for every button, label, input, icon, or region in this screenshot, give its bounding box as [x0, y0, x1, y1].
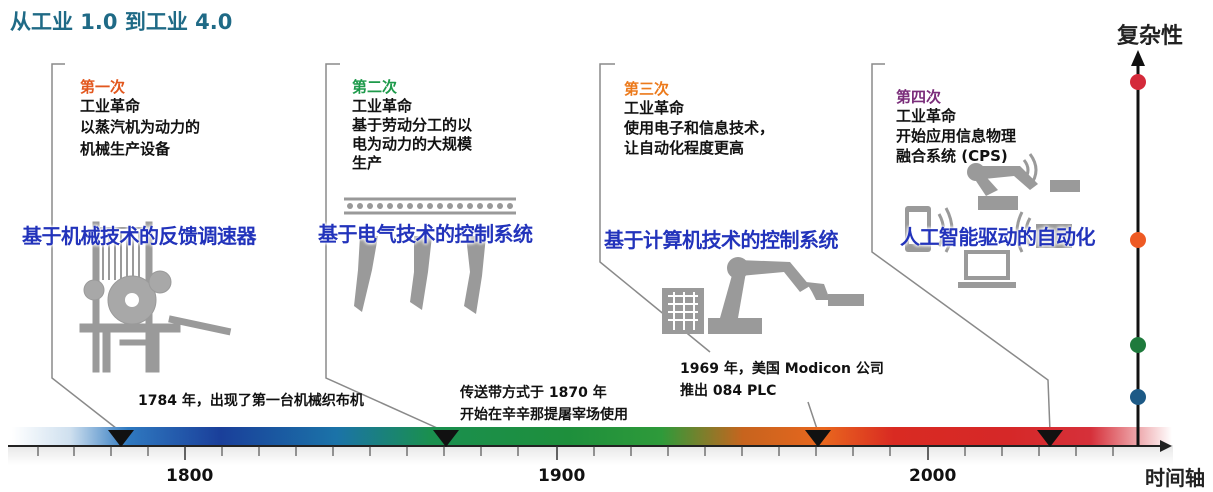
revolution-1-name: 工业革命 — [80, 97, 141, 115]
revolution-2-name: 工业革命 — [352, 97, 413, 115]
revolution-2-desc-line: 电为动力的大规模 — [352, 135, 473, 153]
revolution-3-text: 第三次 工业革命 使用电子和信息技术， 让自动化程度更高 — [624, 80, 774, 158]
event-1969: 1969 年，美国 Modicon 公司 推出 084 PLC — [680, 358, 884, 402]
revolution-1-text: 第一次 工业革命 以蒸汽机为动力的 机械生产设备 — [80, 78, 200, 160]
page-title: 从工业 1.0 到工业 4.0 — [10, 10, 233, 34]
event-1784: 1784 年，出现了第一台机械织布机 — [138, 390, 364, 412]
conveyor-illustration — [344, 197, 516, 314]
complexity-dot-2.0 — [1130, 337, 1146, 353]
revolution-2-ordinal: 第二次 — [352, 78, 398, 96]
revolution-3-ordinal: 第三次 — [624, 80, 670, 98]
event-marker-2 — [433, 430, 459, 447]
callout-lines — [51, 63, 1051, 433]
revolution-4-desc-line: 融合系统 (CPS) — [896, 147, 1008, 165]
revolution-1-desc-line: 以蒸汽机为动力的 — [80, 118, 201, 136]
cps-illustration — [905, 153, 1080, 288]
revolution-4-caption: 人工智能驱动的自动化 — [900, 225, 1096, 249]
revolution-2-desc-line: 基于劳动分工的以 — [352, 116, 473, 134]
time-axis-arrow — [1160, 440, 1172, 452]
year-label-2000: 2000 — [909, 466, 957, 486]
revolution-2-caption: 基于电气技术的控制系统 — [318, 222, 533, 246]
revolution-2-text: 第二次 工业革命 基于劳动分工的以 电为动力的大规模 生产 — [352, 78, 472, 173]
event-marker-1 — [108, 430, 134, 447]
revolution-4-desc-line: 开始应用信息物理 — [896, 127, 1017, 145]
revolution-3-desc-line: 使用电子和信息技术， — [624, 119, 775, 137]
complexity-axis-arrow — [1131, 50, 1145, 66]
revolution-1-desc-line: 机械生产设备 — [80, 140, 171, 158]
robot-arm-illustration — [662, 257, 864, 334]
complexity-axis-label: 复杂性 — [1116, 24, 1183, 49]
event-marker-3 — [805, 430, 831, 447]
year-label-1800: 1800 — [166, 466, 214, 486]
complexity-dot-3.0 — [1130, 232, 1146, 248]
revolution-1-ordinal: 第一次 — [80, 78, 126, 96]
revolution-4-ordinal: 第四次 — [896, 88, 942, 106]
loom-illustration — [79, 221, 232, 373]
timeline-bar — [12, 427, 1172, 445]
event-line: 1969 年，美国 Modicon 公司 — [680, 361, 884, 377]
event-1870: 传送带方式于 1870 年 开始在辛辛那提屠宰场使用 — [460, 382, 628, 426]
revolution-4-text: 第四次 工业革命 开始应用信息物理 融合系统 (CPS) — [896, 88, 1016, 166]
revolution-2-desc-line: 生产 — [352, 154, 383, 172]
revolution-3-desc-line: 让自动化程度更高 — [624, 139, 745, 157]
event-line: 推出 084 PLC — [680, 383, 777, 399]
axis-band — [8, 445, 1173, 465]
event-line: 传送带方式于 1870 年 — [460, 385, 607, 401]
revolution-3-name: 工业革命 — [624, 99, 685, 117]
revolution-1-caption: 基于机械技术的反馈调速器 — [22, 224, 257, 248]
event-marker-4 — [1037, 430, 1063, 447]
year-label-1900: 1900 — [538, 466, 586, 486]
event-line: 开始在辛辛那提屠宰场使用 — [460, 407, 628, 423]
complexity-dot-1.0 — [1130, 389, 1146, 405]
event-line: 1784 年，出现了第一台机械织布机 — [138, 393, 364, 409]
complexity-dot-4.0 — [1130, 74, 1146, 90]
time-axis-label: 时间轴 — [1145, 466, 1205, 490]
revolution-3-caption: 基于计算机技术的控制系统 — [604, 228, 839, 252]
axis-ticks — [37, 446, 1114, 460]
revolution-4-name: 工业革命 — [896, 107, 957, 125]
